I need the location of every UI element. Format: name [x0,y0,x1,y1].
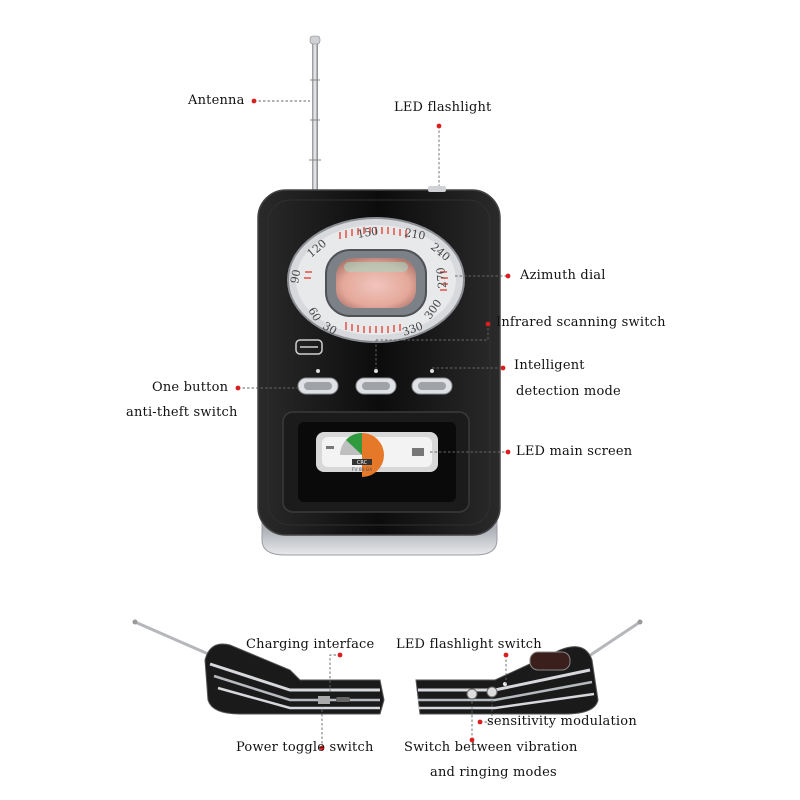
label-sensitivity-modulation: sensitivity modulation [487,714,637,729]
dial-number-150: 150 [356,225,379,241]
label-azimuth-dial: Azimuth dial [520,268,606,283]
label-antenna: Antenna [188,93,245,108]
dial-number-270: 270 [434,267,449,289]
label-vibration-line1: Switch between vibration [404,740,578,755]
side-device-left [132,619,385,715]
antenna-rod [309,35,321,190]
dial-number-30: 30 [321,319,340,337]
label-led-flashlight: LED flashlight [394,100,492,115]
charging-port [336,697,350,702]
gauge-segment-orange [362,433,384,455]
label-one-button-line1: One button [152,380,229,395]
gauge-segment-green [346,433,362,455]
label-intelligent-line2: detection mode [516,384,621,399]
anti-theft-button[interactable] [297,369,339,395]
led-flashlight [428,186,446,192]
power-toggle-switch-part[interactable] [318,696,330,704]
screen-model: FV 88 BX [352,467,372,473]
dial-number-60: 60 [305,305,323,324]
label-led-main-screen: LED main screen [516,444,633,459]
intelligent-mode-button[interactable] [411,369,453,395]
callout-lines [238,100,508,748]
label-led-flashlight-switch: LED flashlight switch [396,637,542,652]
label-power-toggle-switch: Power toggle switch [236,740,374,755]
label-intelligent-line1: Intelligent [514,358,585,373]
side-device-right [415,619,643,715]
vibration-switch-knob[interactable] [466,688,478,700]
label-one-button-line2: anti-theft switch [126,405,238,420]
dial-number-210: 210 [403,226,426,242]
sensitivity-knob[interactable] [486,686,498,698]
label-charging-interface: Charging interface [246,637,375,652]
azimuth-dial: 150 120 90 60 30 330 300 270 240 210 [287,217,465,343]
screen-brand: CRC [357,460,368,466]
led-main-screen: CRC FV 88 BX [282,411,470,513]
speaker-grille [295,339,323,355]
infrared-scan-button[interactable] [355,369,397,395]
label-infrared-scanning-switch: Infrared scanning switch [496,315,666,330]
main-device: 150 120 90 60 30 330 300 270 240 210 [257,35,501,556]
callout-markers [235,98,511,751]
dial-number-90: 90 [288,268,303,284]
label-vibration-line2: and ringing modes [430,765,557,780]
